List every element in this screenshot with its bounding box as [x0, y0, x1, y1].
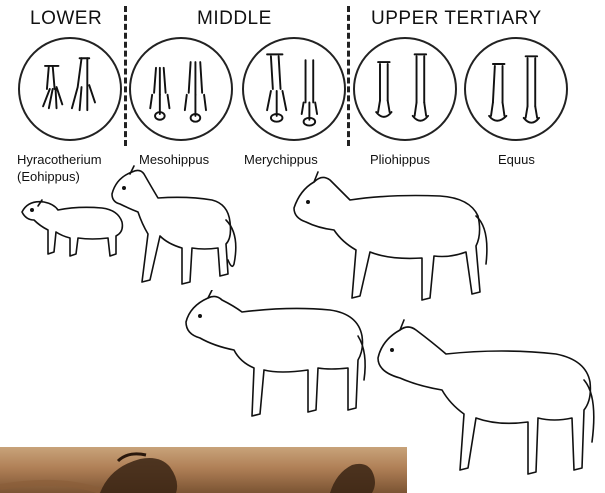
foot-diagram-pliohippus [353, 37, 457, 141]
foot-diagram-hyracotherium [18, 37, 122, 141]
period-upper-tertiary: UPPER TERTIARY [371, 8, 542, 30]
pliohippus-figure [180, 290, 370, 420]
four-toed-foot-icon [20, 39, 120, 139]
period-lower: LOWER [30, 8, 102, 30]
foot-diagram-merychippus [242, 37, 346, 141]
foot-diagram-mesohippus [129, 37, 233, 141]
merychippus-figure [290, 168, 495, 308]
genus-name: Hyracotherium [17, 151, 102, 168]
single-hoof-foot-icon [355, 39, 455, 139]
mesohippus-figure [108, 164, 248, 294]
three-toed-foot-icon [131, 39, 231, 139]
horse-photo-silhouettes [0, 447, 407, 493]
period-middle: MIDDLE [197, 8, 272, 30]
foot-diagram-equus [464, 37, 568, 141]
horse-photo [0, 447, 407, 493]
three-toed-foot-icon [244, 39, 344, 139]
genus-label-pliohippus: Pliohippus [370, 151, 430, 168]
divider-lower-middle [124, 6, 127, 146]
genus-alt-name: (Eohippus) [17, 168, 102, 185]
single-hoof-foot-icon [466, 39, 566, 139]
genus-label-equus: Equus [498, 151, 535, 168]
divider-middle-upper [347, 6, 350, 146]
genus-label-hyracotherium: Hyracotherium (Eohippus) [17, 151, 102, 185]
genus-label-merychippus: Merychippus [244, 151, 318, 168]
